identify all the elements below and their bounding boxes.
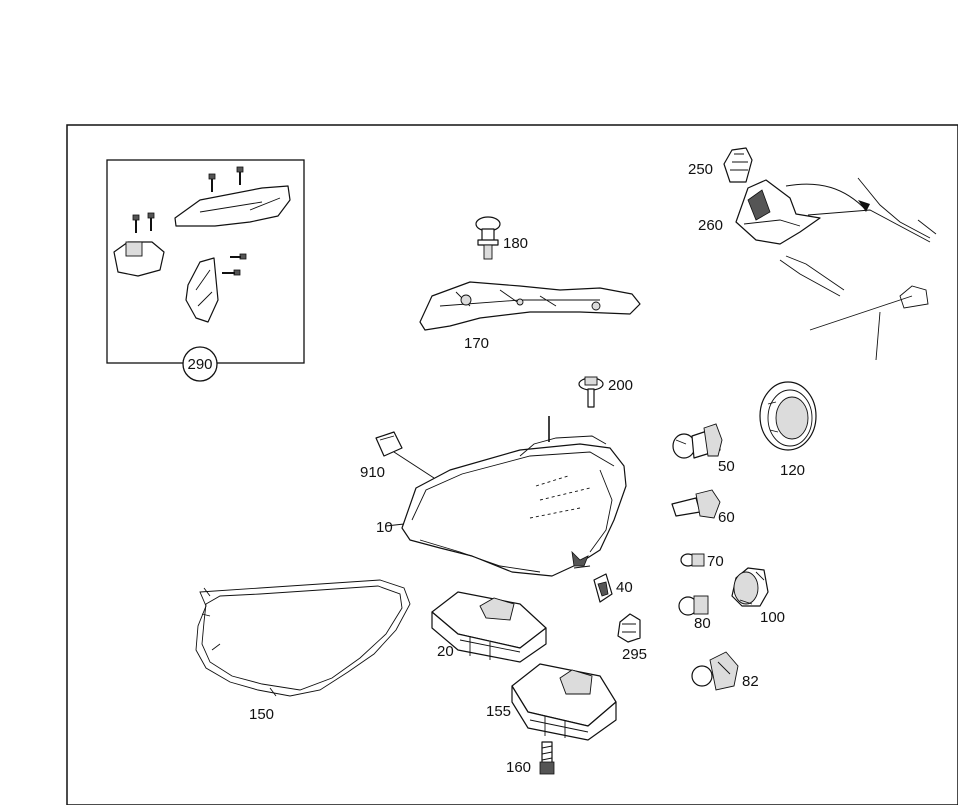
callout-20: 20 [437,643,454,660]
callout-60: 60 [718,509,735,526]
cap-ring-120 [759,381,817,451]
control-unit-155 [511,663,617,741]
callout-82: 82 [742,673,759,690]
callout-80: 80 [694,615,711,632]
bulb-60 [671,489,721,519]
callout-910: 910 [360,464,385,481]
housing-cover-260 [735,179,821,245]
mounting-bracket-170 [419,281,641,331]
kit-290-inset: 290 [106,159,305,382]
screw-160 [539,741,555,775]
bulb-50 [672,423,723,459]
callout-170: 170 [464,335,489,352]
callout-155: 155 [486,703,511,720]
bulb-socket-100 [731,567,769,607]
headlamp-assembly-10 [385,416,627,577]
callout-295: 295 [622,646,647,663]
callout-40: 40 [616,579,633,596]
callout-100: 100 [760,609,785,626]
control-unit-20 [431,591,547,663]
callout-70: 70 [707,553,724,570]
callout-50: 50 [718,458,735,475]
callout-290: 290 [187,356,212,373]
callout-150: 150 [249,706,274,723]
cover-cap-250 [723,147,753,183]
bulb-70 [680,553,705,567]
bulb-82 [691,651,739,691]
callout-260: 260 [698,217,723,234]
retaining-clip-40 [593,573,613,603]
vehicle-outline-sketch [779,177,937,361]
callout-160: 160 [506,759,531,776]
callout-180: 180 [503,235,528,252]
callout-250: 250 [688,161,713,178]
screw-icon [132,166,247,276]
lens-seal-150 [195,579,411,697]
label-tag-910 [375,431,435,479]
callout-120: 120 [780,462,805,479]
bolt-200 [578,376,604,408]
connector-295 [617,613,641,643]
bulb-80 [678,595,709,616]
callout-200: 200 [608,377,633,394]
push-clip-180 [475,216,501,260]
callout-10: 10 [376,519,393,536]
callout-circle-290 [182,346,218,382]
